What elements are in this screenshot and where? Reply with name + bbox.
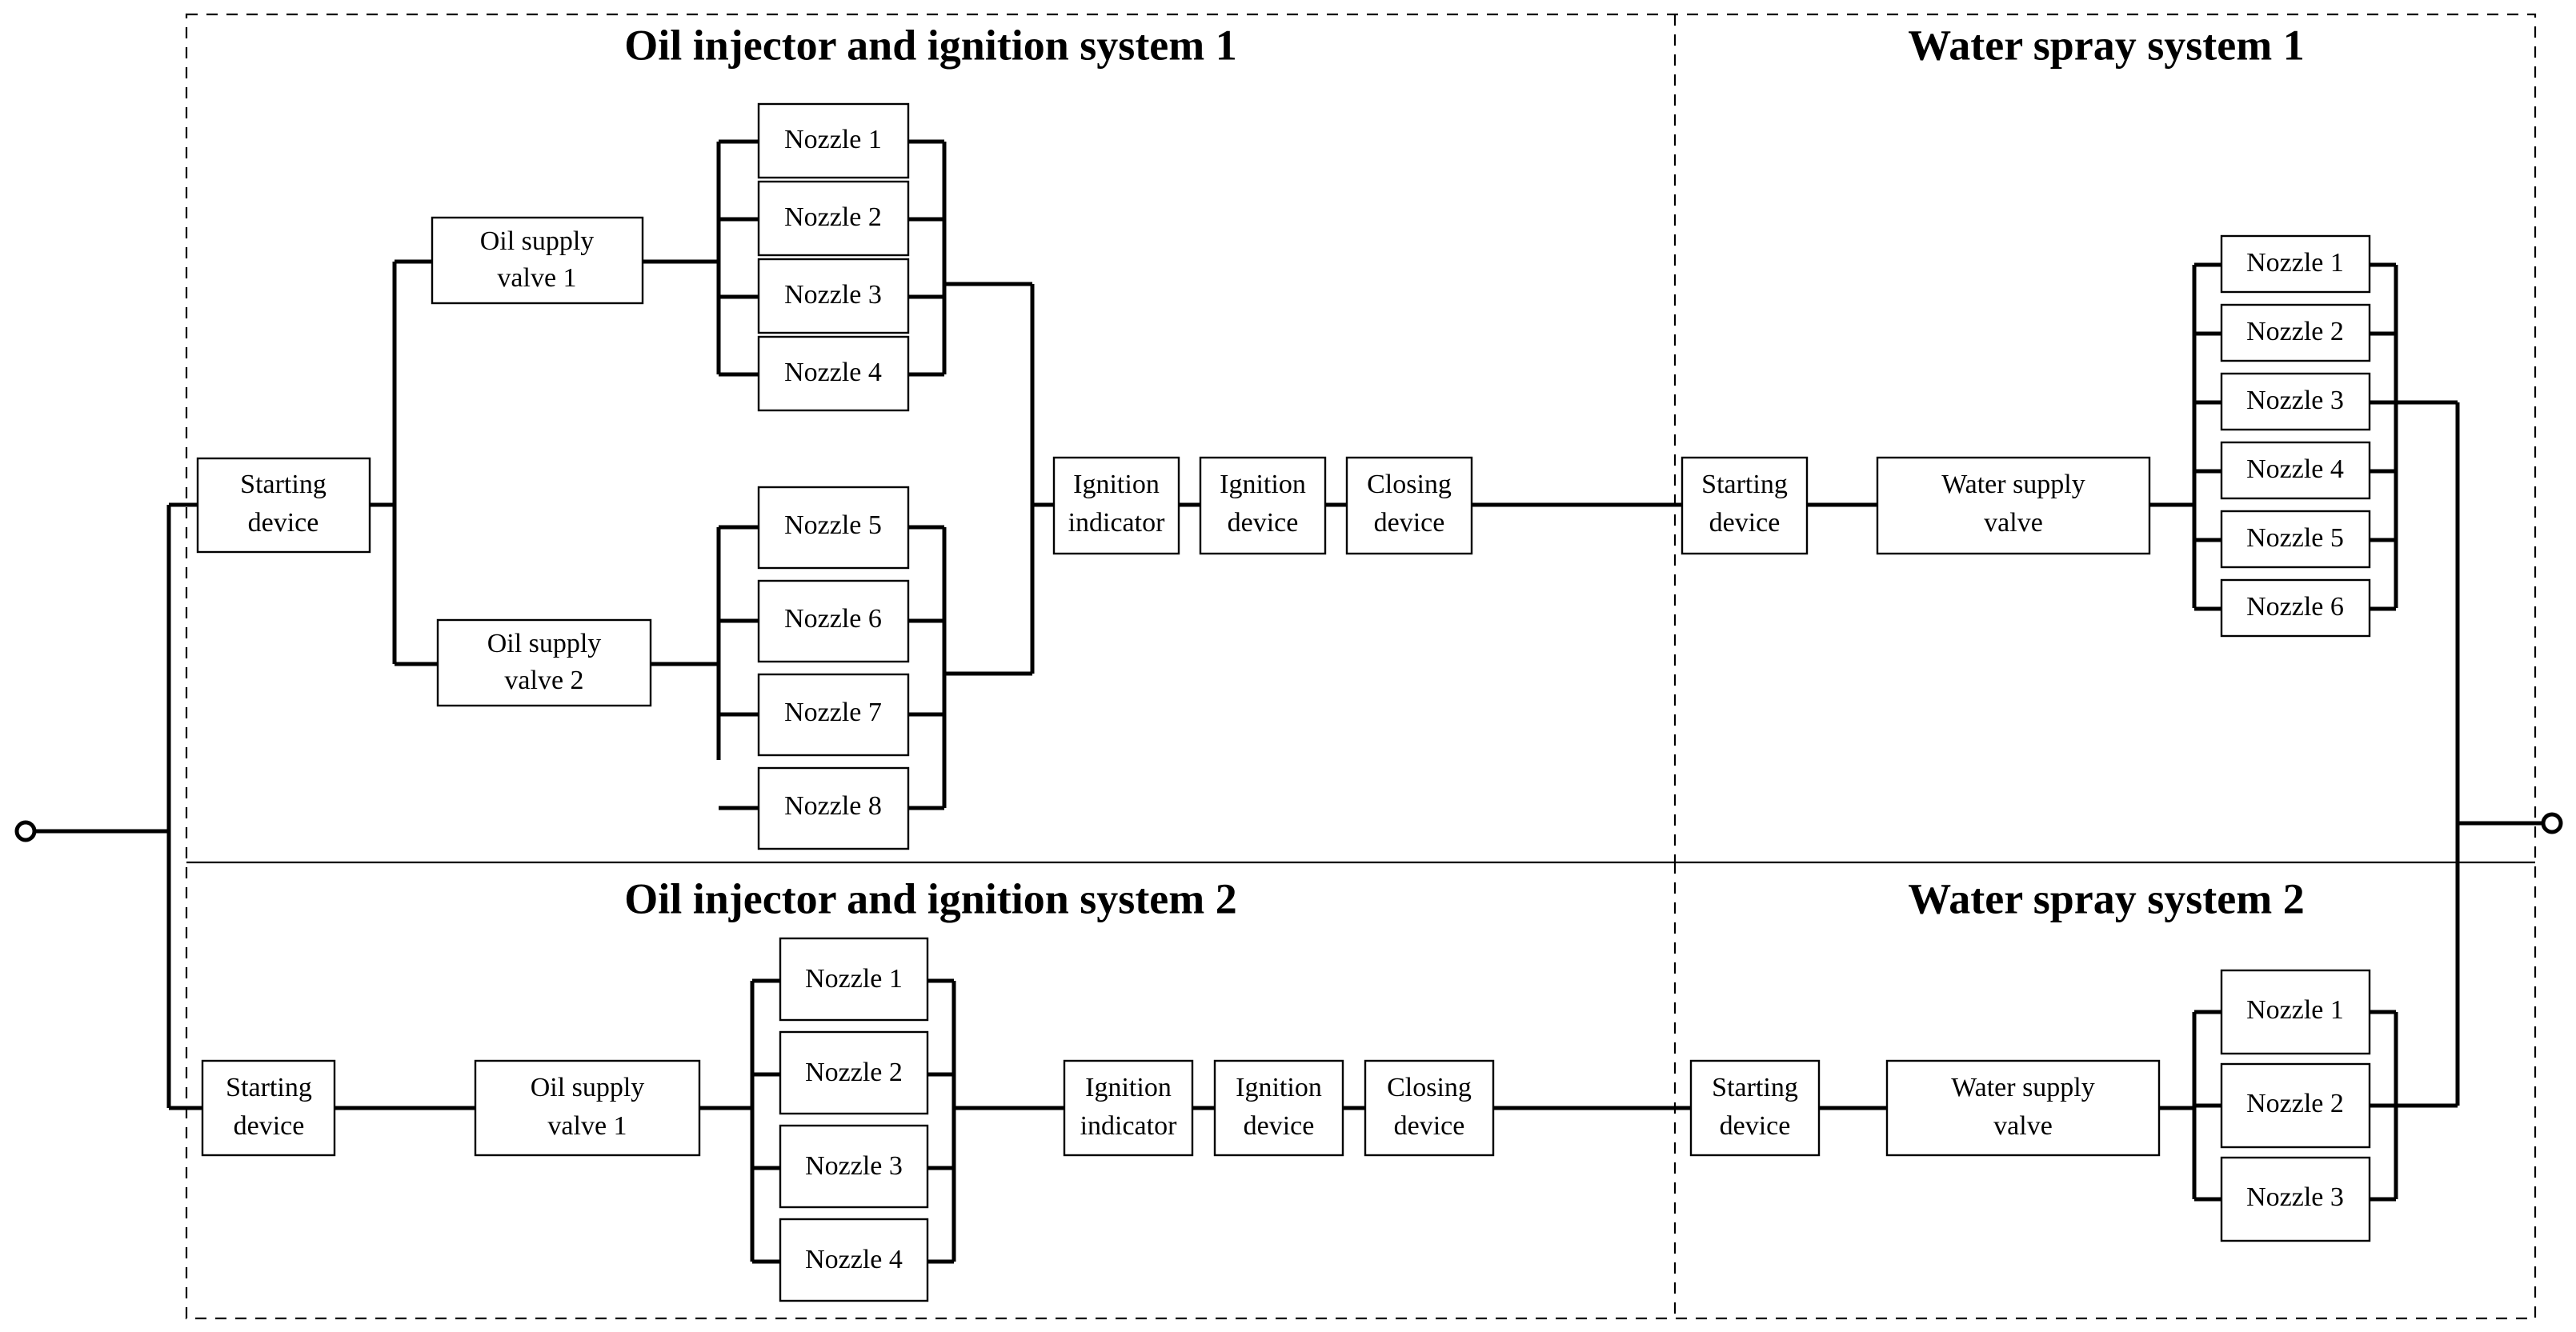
block-label: Nozzle 7 xyxy=(784,698,882,727)
block-label: indicator xyxy=(1068,508,1166,538)
block-water2-nozzle-2[interactable]: Nozzle 2 xyxy=(2220,1062,2371,1149)
block-label: Water supply xyxy=(1941,470,2085,499)
block-water1-nozzle-2[interactable]: Nozzle 2 xyxy=(2220,303,2371,362)
block-label: device xyxy=(1709,508,1781,538)
block-oil1-nozzle-1[interactable]: Nozzle 1 xyxy=(757,102,910,179)
block-label: Starting xyxy=(1712,1073,1798,1102)
block-water2-starting-device[interactable]: Starting device xyxy=(1689,1059,1821,1157)
block-water2-nozzle-3[interactable]: Nozzle 3 xyxy=(2220,1156,2371,1242)
block-label: device xyxy=(1244,1111,1315,1141)
block-label: Closing xyxy=(1387,1073,1472,1102)
block-label: Oil supply xyxy=(531,1073,645,1102)
block-label: device xyxy=(1394,1111,1465,1141)
block-oil1-nozzle-5[interactable]: Nozzle 5 xyxy=(757,486,910,570)
block-label: Closing xyxy=(1367,470,1452,499)
block-water1-starting-device[interactable]: Starting device xyxy=(1681,456,1809,555)
section-title-water-2: Water spray system 2 xyxy=(1908,874,2304,922)
block-label: Nozzle 6 xyxy=(784,604,882,634)
block-oil2-nozzle-4[interactable]: Nozzle 4 xyxy=(779,1218,929,1302)
block-label: Oil supply xyxy=(487,629,602,658)
block-label: valve 1 xyxy=(497,263,576,293)
block-label: Nozzle 1 xyxy=(784,125,882,154)
block-water1-nozzle-4[interactable]: Nozzle 4 xyxy=(2220,441,2371,500)
block-oil2-ignition-device[interactable]: Ignition device xyxy=(1213,1059,1344,1157)
block-label: Ignition xyxy=(1220,470,1306,499)
block-water1-supply-valve[interactable]: Water supply valve xyxy=(1876,456,2151,555)
section-title-water-1: Water spray system 1 xyxy=(1908,21,2304,69)
block-label: Starting xyxy=(226,1073,312,1102)
block-oil1-nozzle-4[interactable]: Nozzle 4 xyxy=(757,335,910,412)
block-label: Nozzle 4 xyxy=(805,1245,903,1274)
block-label: Nozzle 1 xyxy=(2246,995,2344,1025)
block-oil1-ignition-device[interactable]: Ignition device xyxy=(1199,456,1327,555)
block-oil1-closing-device[interactable]: Closing device xyxy=(1345,456,1473,555)
block-label: valve 2 xyxy=(504,666,583,695)
outer-dashed-boundary xyxy=(185,13,2537,1320)
block-oil1-starting-device[interactable]: Starting device xyxy=(196,457,371,554)
block-label: Oil supply xyxy=(480,226,595,256)
block-oil2-nozzle-3[interactable]: Nozzle 3 xyxy=(779,1124,929,1209)
block-label: Starting xyxy=(1701,470,1788,499)
block-label: Nozzle 2 xyxy=(784,202,882,232)
block-label: Nozzle 3 xyxy=(784,280,882,310)
block-label: Nozzle 2 xyxy=(805,1058,903,1087)
block-water2-supply-valve[interactable]: Water supply valve xyxy=(1885,1059,2161,1157)
block-oil1-nozzle-6[interactable]: Nozzle 6 xyxy=(757,579,910,663)
block-label: Nozzle 2 xyxy=(2246,1089,2344,1118)
block-label: Water supply xyxy=(1951,1073,2095,1102)
block-oil2-ignition-indicator[interactable]: Ignition indicator xyxy=(1063,1059,1194,1157)
block-water1-nozzle-3[interactable]: Nozzle 3 xyxy=(2220,372,2371,431)
block-label: Nozzle 5 xyxy=(2246,523,2344,553)
block-oil2-supply-valve-1[interactable]: Oil supply valve 1 xyxy=(474,1059,701,1157)
block-water1-nozzle-6[interactable]: Nozzle 6 xyxy=(2220,578,2371,638)
block-label: Nozzle 6 xyxy=(2246,592,2344,622)
block-water1-nozzle-5[interactable]: Nozzle 5 xyxy=(2220,510,2371,569)
block-label: Nozzle 3 xyxy=(2246,1182,2344,1212)
section-title-oil-2: Oil injector and ignition system 2 xyxy=(624,874,1237,922)
block-label: device xyxy=(234,1111,305,1141)
block-label: Nozzle 8 xyxy=(784,791,882,821)
section-title-oil-1: Oil injector and ignition system 1 xyxy=(624,21,1237,69)
block-label: valve xyxy=(1984,508,2043,538)
block-oil1-nozzle-7[interactable]: Nozzle 7 xyxy=(757,673,910,757)
block-label: device xyxy=(248,508,319,538)
block-label: Nozzle 3 xyxy=(805,1151,903,1181)
block-oil1-nozzle-3[interactable]: Nozzle 3 xyxy=(757,258,910,334)
output-terminal[interactable] xyxy=(2541,812,2563,834)
block-water2-nozzle-1[interactable]: Nozzle 1 xyxy=(2220,969,2371,1055)
block-oil2-nozzle-1[interactable]: Nozzle 1 xyxy=(779,937,929,1022)
block-label: valve xyxy=(1993,1111,2053,1141)
block-oil1-supply-valve-1[interactable]: Oil supply valve 1 xyxy=(431,216,644,305)
block-label: Ignition xyxy=(1085,1073,1172,1102)
block-label: Nozzle 5 xyxy=(784,510,882,540)
block-oil1-ignition-indicator[interactable]: Ignition indicator xyxy=(1052,456,1180,555)
block-label: Nozzle 4 xyxy=(784,358,882,387)
block-label: indicator xyxy=(1080,1111,1178,1141)
block-oil1-supply-valve-2[interactable]: Oil supply valve 2 xyxy=(436,618,652,707)
block-oil1-nozzle-8[interactable]: Nozzle 8 xyxy=(757,766,910,850)
block-label: Nozzle 4 xyxy=(2246,454,2344,484)
block-oil2-closing-device[interactable]: Closing device xyxy=(1364,1059,1495,1157)
block-label: Ignition xyxy=(1236,1073,1322,1102)
block-label: device xyxy=(1228,508,1299,538)
block-oil2-nozzle-2[interactable]: Nozzle 2 xyxy=(779,1030,929,1115)
block-oil2-starting-device[interactable]: Starting device xyxy=(201,1059,336,1157)
block-label: Nozzle 1 xyxy=(805,964,903,994)
input-terminal[interactable] xyxy=(14,820,37,842)
block-label: Nozzle 2 xyxy=(2246,317,2344,346)
block-label: Nozzle 3 xyxy=(2246,386,2344,415)
block-label: valve 1 xyxy=(547,1111,627,1141)
block-oil1-nozzle-2[interactable]: Nozzle 2 xyxy=(757,180,910,257)
block-label: device xyxy=(1720,1111,1791,1141)
block-label: Nozzle 1 xyxy=(2246,248,2344,278)
block-water1-nozzle-1[interactable]: Nozzle 1 xyxy=(2220,234,2371,294)
block-label: Ignition xyxy=(1073,470,1160,499)
block-label: Starting xyxy=(240,470,327,499)
block-label: device xyxy=(1374,508,1445,538)
